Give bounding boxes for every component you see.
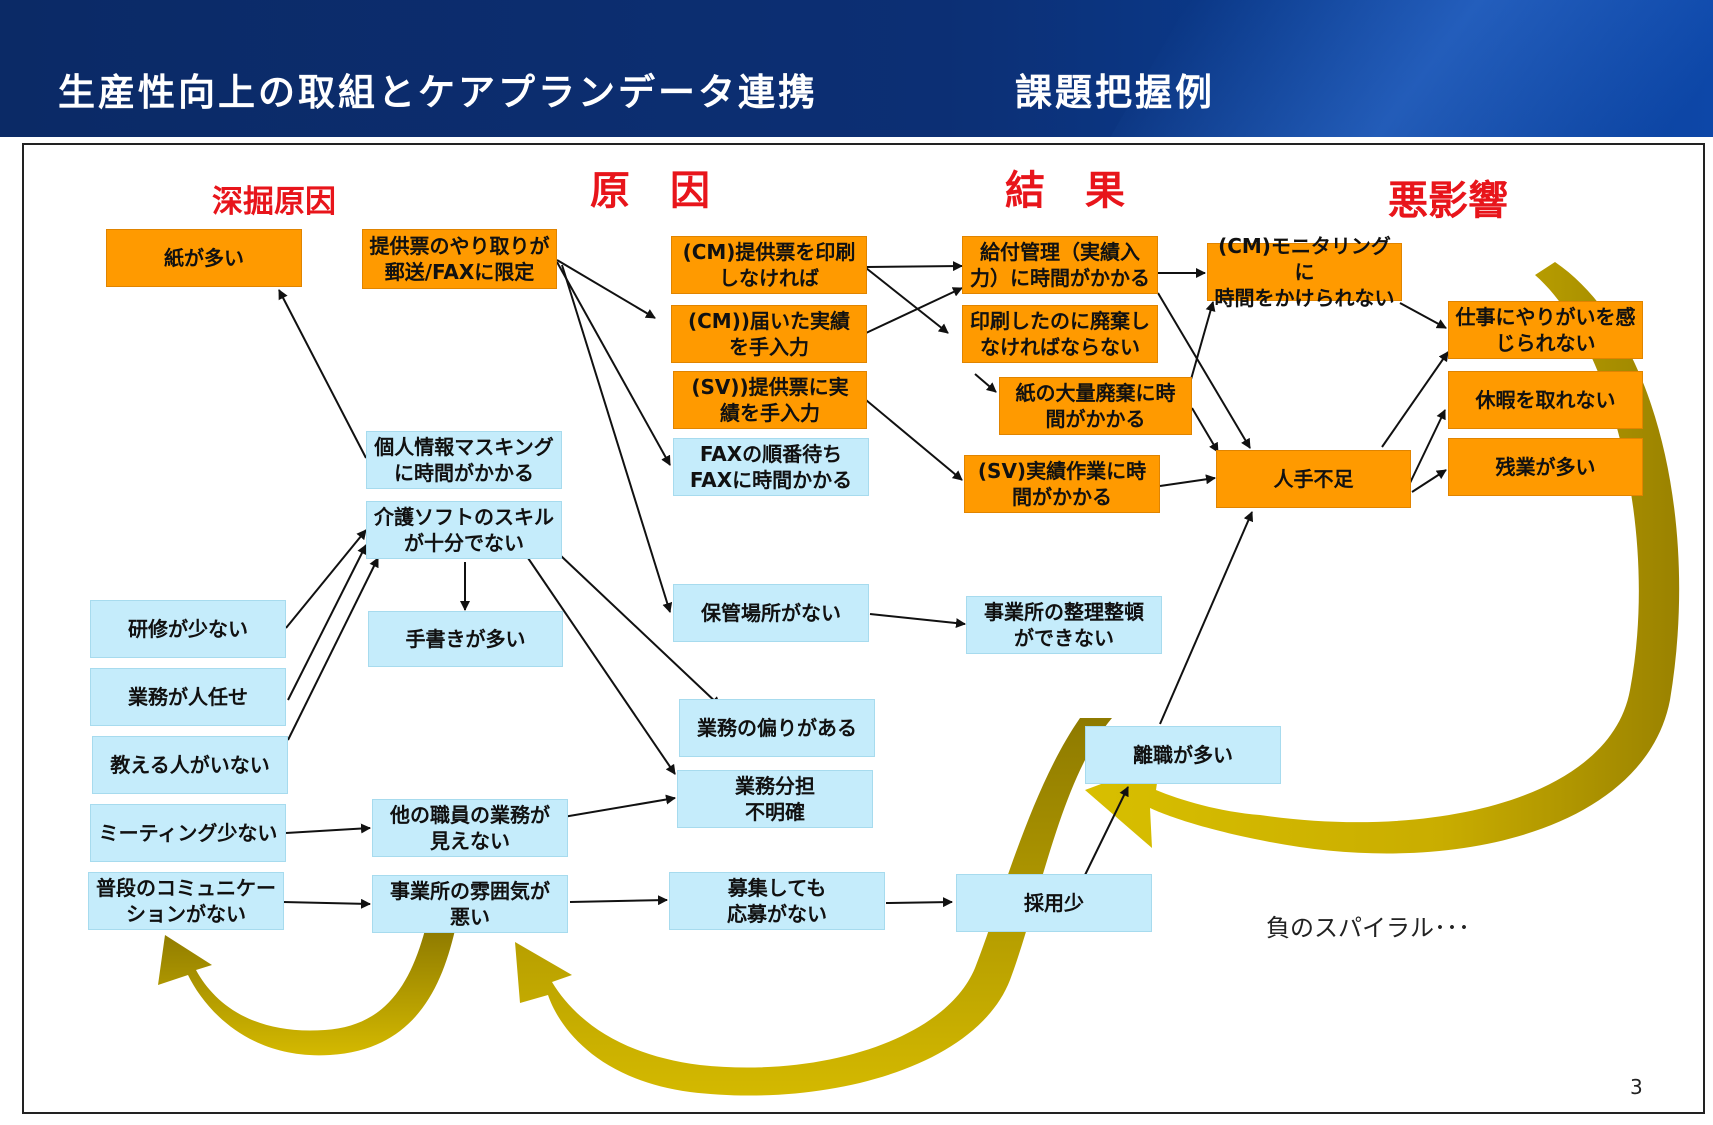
- arrow-cmprint-benefit: [865, 261, 963, 272]
- arrow-software-bias: [559, 554, 721, 707]
- arrow-resign-shortage: [1159, 511, 1254, 725]
- diagram-frame: [22, 143, 1705, 1114]
- arrow-cminput-benefit: [865, 287, 963, 334]
- box-handwriting: 手書きが多い: [368, 611, 563, 667]
- box-overtime: 残業が多い: [1448, 438, 1643, 496]
- box-left-to-individuals: 業務が人任せ: [90, 668, 286, 726]
- box-sv-input: (SV))提供票に実 績を手入力: [673, 371, 867, 429]
- spiral-arrow-right: [1085, 262, 1680, 854]
- box-software-skill: 介護ソフトのスキル が十分でない: [366, 501, 562, 559]
- spiral-arrow-left: [158, 930, 455, 1056]
- spiral-arrow-bottom: [515, 718, 1112, 1096]
- box-print-discard: 印刷したのに廃棄し なければならない: [962, 305, 1158, 363]
- box-few-meetings: ミーティング少ない: [90, 804, 286, 862]
- box-no-teacher: 教える人がいない: [92, 736, 288, 794]
- arrow-meetings-cannotsee: [285, 823, 371, 834]
- page-number: 3: [1630, 1075, 1643, 1099]
- box-many-resign: 離職が多い: [1085, 726, 1281, 784]
- slide-subtitle: 課題把握例: [1015, 71, 1215, 114]
- box-staff-shortage: 人手不足: [1216, 450, 1411, 508]
- box-paper-disposal: 紙の大量廃棄に時 間がかかる: [999, 377, 1192, 435]
- arrow-communication-atmosphere: [282, 898, 371, 909]
- arrow-hires-resign: [1084, 786, 1129, 876]
- arrow-shortage-vacation: [1409, 409, 1446, 484]
- box-unclear-roles: 業務分担 不明確: [677, 770, 873, 828]
- box-paper-many: 紙が多い: [106, 229, 302, 287]
- arrow-training-software: [285, 529, 367, 629]
- box-no-storage: 保管場所がない: [673, 584, 869, 642]
- arrow-svwork-shortage: [1159, 474, 1216, 487]
- arrow-individuals-software: [287, 544, 367, 701]
- box-few-hires: 採用少: [956, 874, 1152, 932]
- box-no-applicants: 募集しても 応募がない: [669, 872, 885, 930]
- box-work-bias: 業務の偏りがある: [679, 699, 875, 757]
- arrow-svinput-svwork: [865, 399, 963, 481]
- box-sv-work: (SV)実績作業に時 間がかかる: [964, 455, 1160, 513]
- box-cm-print: (CM)提供票を印刷 しなければ: [671, 236, 867, 294]
- heading-impacts: 悪影響: [1388, 178, 1508, 224]
- slide-title: 生産性向上の取組とケアプランデータ連携: [58, 71, 818, 114]
- box-no-vacation: 休暇を取れない: [1448, 371, 1643, 429]
- box-privacy-masking: 個人情報マスキング に時間がかかる: [366, 431, 562, 489]
- arrow-atmosphere-applicants: [569, 895, 668, 906]
- heading-results: 結 果: [1005, 168, 1125, 214]
- arrow-discard-monitoring: [1187, 301, 1216, 391]
- box-sheet-exchange: 提供票のやり取りが 郵送/FAXに限定: [362, 229, 557, 289]
- box-cm-input: (CM))届いた実績 を手入力: [671, 305, 867, 363]
- arrow-cmprint-discard: [865, 267, 949, 334]
- arrow-shortage-motivation: [1381, 351, 1449, 448]
- arrow-benefit-shortage: [1157, 292, 1251, 449]
- box-no-organizing: 事業所の整理整頓 ができない: [966, 596, 1162, 654]
- box-benefit-mgmt: 給付管理（実績入 力）に時間がかかる: [962, 236, 1158, 294]
- arrow-storage-organizing: [869, 613, 966, 629]
- box-no-motivation: 仕事にやりがいを感 じられない: [1448, 301, 1643, 359]
- negative-spiral-label: 負のスパイラル･･･: [1266, 914, 1470, 942]
- arrow-sheet-cmprint: [556, 259, 656, 319]
- arrow-discard-disposal: [974, 373, 997, 393]
- arrow-software-roles: [527, 557, 676, 775]
- arrow-shortage-overtime: [1411, 469, 1447, 493]
- arrow-sheet-storage: [561, 264, 673, 613]
- box-few-training: 研修が少ない: [90, 600, 286, 658]
- box-cannot-see-work: 他の職員の業務が 見えない: [372, 799, 568, 857]
- box-cm-monitoring: (CM)モニタリングに 時間をかけられない: [1207, 234, 1402, 310]
- header-bar: 生産性向上の取組とケアプランデータ連携 課題把握例: [0, 0, 1713, 137]
- box-bad-atmosphere: 事業所の雰囲気が 悪い: [372, 875, 568, 933]
- heading-deep-causes: 深掘原因: [212, 184, 336, 220]
- arrow-teacher-software: [287, 557, 379, 741]
- heading-causes: 原 因: [590, 168, 710, 214]
- box-no-communication: 普段のコミュニケー ションがない: [88, 872, 284, 930]
- arrow-applicants-hires: [885, 897, 953, 908]
- arrow-sheet-fax: [556, 261, 671, 466]
- box-fax-wait: FAXの順番待ち FAXに時間かかる: [673, 438, 869, 496]
- arrow-disposal-shortage: [1191, 407, 1219, 453]
- arrow-monitoring-motivation: [1399, 302, 1447, 329]
- arrow-masking-paper: [278, 289, 367, 459]
